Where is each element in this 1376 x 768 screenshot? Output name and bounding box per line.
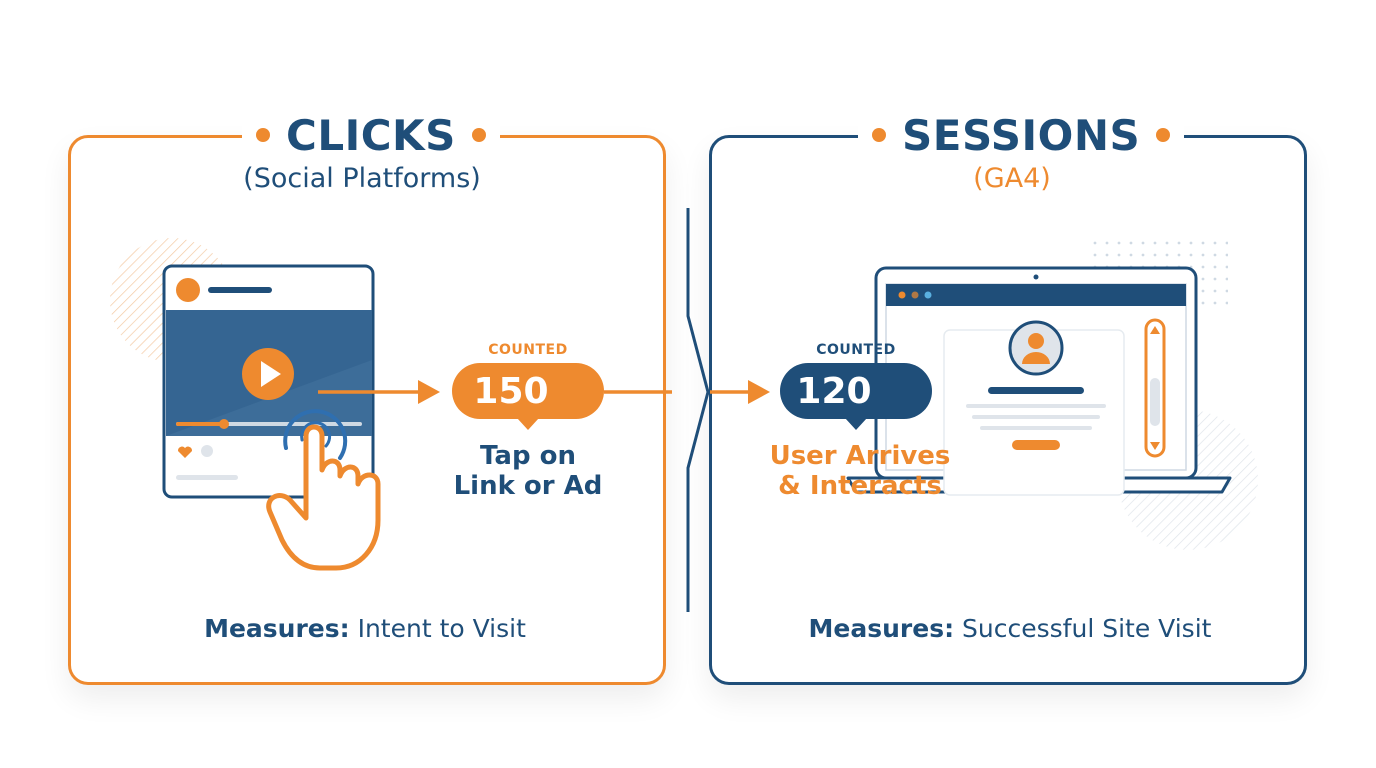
clicks-action-line-1: Tap on [480,441,576,471]
clicks-subtitle: (Social Platforms) [243,163,481,194]
play-icon [242,348,294,400]
clicks-counted-label: COUNTED [488,342,568,358]
browser-titlebar [886,284,1186,306]
sessions-counted-label: COUNTED [816,342,896,358]
sessions-action-line-1: User Arrives [769,441,951,471]
clicks-action-caption: Tap on Link or Ad [440,441,616,501]
cta-button-graphic [1012,440,1060,450]
sessions-measures-label: Measures: [808,614,955,643]
sessions-subtitle: (GA4) [973,163,1051,194]
clicks-action-line-2: Link or Ad [453,471,603,501]
flow-arrow-left [318,380,440,404]
webpage-card [943,320,1125,496]
sessions-measures: Measures: Successful Site Visit [740,614,1280,643]
video-progress-fill [176,422,224,426]
sessions-count-badge: 120 [780,363,932,430]
sessions-title-text: SESSIONS [902,110,1141,160]
sessions-action-caption: User Arrives & Interacts [750,441,970,501]
clicks-title-text: CLICKS [286,110,456,160]
clicks-measures: Measures: Intent to Visit [100,614,630,643]
title-dot-icon [1156,128,1171,142]
clicks-count-value: 150 [473,370,549,412]
center-connector [604,208,770,612]
title-dot-icon [872,128,886,142]
clicks-measures-text: Intent to Visit [357,614,526,643]
sessions-action-line-2: & Interacts [778,471,942,501]
social-post-card [162,264,375,499]
sessions-count-value: 120 [796,370,872,412]
clicks-measures-label: Measures: [204,614,350,643]
clicks-count-badge: 150 [452,363,604,430]
clicks-title: CLICKS [242,106,500,164]
scrollbar-icon [1144,318,1166,458]
hand-tap-icon [266,409,381,571]
title-dot-icon [471,128,486,142]
profile-avatar-icon [176,278,200,302]
title-dot-icon [256,128,270,142]
comment-icon [201,445,213,457]
sessions-measures-text: Successful Site Visit [962,614,1212,643]
sessions-title: SESSIONS [858,106,1185,164]
user-avatar-icon [1008,320,1064,376]
heart-icon [177,446,193,458]
